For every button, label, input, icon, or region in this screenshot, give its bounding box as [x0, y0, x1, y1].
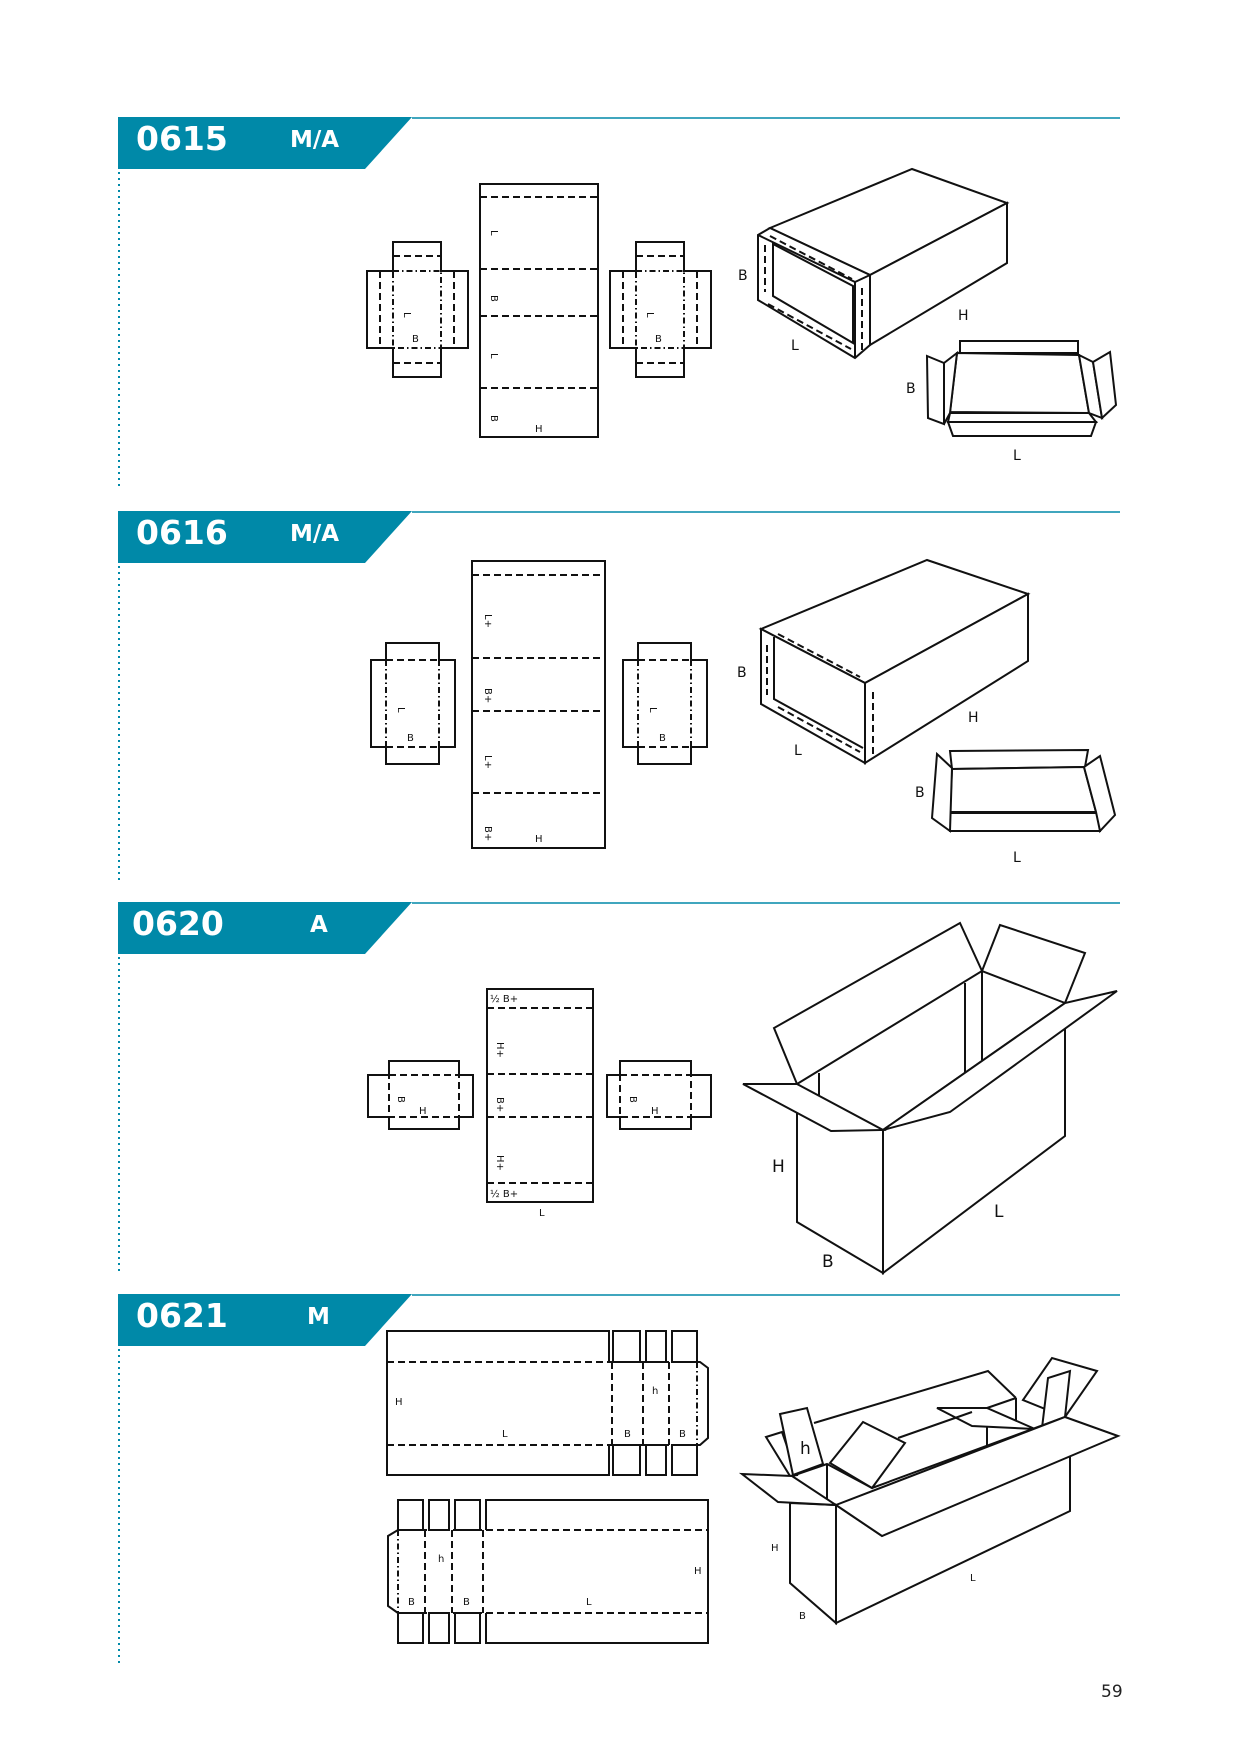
dim-label: L — [488, 230, 499, 236]
side-blank-left: B H — [367, 1060, 474, 1130]
dim-label: H+ — [494, 1042, 505, 1058]
dim-label: L — [502, 1429, 508, 1440]
dim-label: h — [800, 1439, 811, 1459]
dim-label: B — [822, 1252, 834, 1272]
sleeve-blank: L+ B+ L+ B+ H — [471, 560, 606, 849]
page-number: 59 — [1101, 1682, 1123, 1702]
box-type: M — [307, 1304, 330, 1330]
tray-view: B L — [915, 748, 1117, 866]
dim-label: ½ B+ — [490, 993, 518, 1005]
section-header: 0615 M/A — [118, 117, 1120, 169]
header-band — [118, 1294, 412, 1346]
dim-label: B+ — [494, 1097, 505, 1112]
box-code: 0620 — [132, 904, 224, 943]
dim-label: B — [624, 1429, 631, 1440]
dim-label: B — [463, 1597, 470, 1608]
dim-label: H — [651, 1106, 659, 1117]
side-blank-left: L B — [370, 642, 456, 765]
dim-label: B — [915, 785, 925, 801]
box-code: 0615 — [136, 119, 228, 158]
dim-label: L — [1013, 850, 1021, 866]
assembled-sleeve-view: B L H — [738, 167, 1010, 360]
dim-label: H — [958, 308, 969, 324]
dim-label: H — [535, 834, 543, 845]
dim-label: B — [412, 334, 419, 345]
dim-label: L — [647, 707, 658, 713]
box-type: M/A — [290, 521, 339, 547]
blank-top: H L B h B — [386, 1330, 709, 1476]
dim-label: B — [737, 665, 747, 681]
box-type: M/A — [290, 127, 339, 153]
dim-label: B+ — [482, 826, 493, 841]
section-header: 0621 M — [118, 1294, 1120, 1346]
header-band — [118, 902, 412, 954]
dim-label: L — [586, 1597, 592, 1608]
dim-label: L — [994, 1202, 1004, 1222]
side-blank-right: L B — [609, 241, 712, 378]
dim-label: L — [1013, 448, 1021, 464]
dim-label: L+ — [482, 755, 493, 769]
dim-label: L — [539, 1208, 545, 1219]
section-0615: 0615 M/A L B L B L B L B H — [118, 117, 1120, 490]
dim-label: B — [659, 733, 666, 744]
dim-label: B+ — [482, 688, 493, 703]
dim-label: L — [395, 707, 406, 713]
dim-label: L — [794, 743, 802, 759]
side-blank-right: L B — [622, 642, 708, 765]
box-code: 0616 — [136, 513, 228, 552]
box-type: A — [310, 912, 328, 938]
sleeve-blank: L B L B H — [479, 183, 599, 438]
dim-label: B — [407, 733, 414, 744]
dim-label: H+ — [494, 1155, 505, 1171]
blank-bottom: h B B L H — [387, 1499, 709, 1644]
dim-label: B — [488, 415, 499, 422]
header-band — [118, 511, 412, 563]
dim-label: B — [738, 268, 748, 284]
dim-label: B — [679, 1429, 686, 1440]
section-header: 0616 M/A — [118, 511, 1120, 563]
dim-label: B — [395, 1096, 406, 1103]
tube-blank: ½ B+ H+ B+ H+ ½ B+ L — [486, 988, 594, 1219]
dim-label: H — [772, 1157, 785, 1177]
dim-label: h — [652, 1386, 658, 1397]
dim-label: H — [419, 1106, 427, 1117]
dim-label: H — [395, 1397, 403, 1408]
section-0621: 0621 M H L B h B h — [118, 1294, 1121, 1666]
dim-label: H — [968, 710, 979, 726]
dim-label: L — [644, 312, 655, 318]
section-header: 0620 A — [118, 902, 1120, 954]
side-blank-right: B H — [606, 1060, 712, 1130]
assembled-box-view: H B L — [742, 921, 1118, 1276]
dim-label: L — [401, 312, 412, 318]
dim-label: ½ B+ — [490, 1188, 518, 1200]
dim-label: L — [791, 338, 799, 354]
dim-label: B — [906, 381, 916, 397]
header-band — [118, 117, 412, 169]
tray-view: B L — [906, 340, 1118, 464]
dim-label: H — [694, 1566, 702, 1577]
dim-label: B — [488, 295, 499, 302]
box-code: 0621 — [136, 1296, 228, 1335]
dim-label: B — [799, 1611, 806, 1622]
dim-label: h — [438, 1554, 444, 1565]
assembled-sleeve-view: B L H — [737, 558, 1031, 765]
section-0620: 0620 A B H B H ½ B+ H+ B+ H+ ½ B+ L — [118, 902, 1120, 1276]
dim-label: B — [408, 1597, 415, 1608]
dim-label: L+ — [482, 614, 493, 628]
section-0616: 0616 M/A L B L B L+ B+ L+ B+ H — [118, 511, 1120, 883]
dim-label: L — [970, 1573, 976, 1584]
dim-label: B — [655, 334, 662, 345]
dim-label: B — [627, 1096, 638, 1103]
side-blank-left: L B — [366, 241, 469, 378]
dim-label: H — [771, 1543, 779, 1554]
assembled-box-view: h H B L — [738, 1356, 1121, 1626]
dim-label: L — [488, 353, 499, 359]
dim-label: H — [535, 424, 543, 435]
